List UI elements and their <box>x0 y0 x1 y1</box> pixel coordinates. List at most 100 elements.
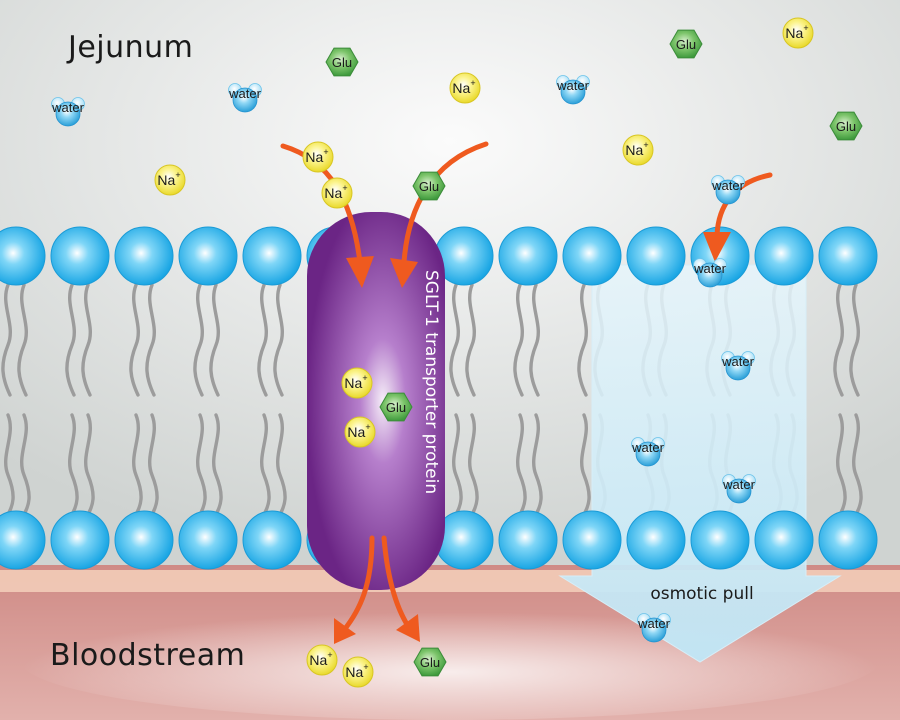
lipid-tail <box>17 283 29 397</box>
phospholipid-head <box>690 510 750 570</box>
phospholipid-head <box>0 510 46 570</box>
sodium-ion: Na+ <box>342 656 374 688</box>
glucose-label: Glu <box>332 55 352 70</box>
water-molecule: water <box>228 83 262 113</box>
lipid-tail <box>257 283 269 397</box>
glucose-label: Glu <box>420 655 440 670</box>
sodium-ion-label: Na+ <box>625 140 648 158</box>
glucose-molecule: Glu <box>413 647 447 677</box>
sodium-ion-label: Na+ <box>324 183 347 201</box>
sodium-ion-label: Na+ <box>157 170 180 188</box>
sodium-ion-circle <box>341 367 373 399</box>
water-label: water <box>637 616 670 631</box>
lipid-tail <box>67 413 79 520</box>
sodium-charge: + <box>175 170 180 180</box>
sodium-ion: Na+ <box>341 367 373 399</box>
sodium-ion: Na+ <box>782 17 814 49</box>
sodium-ion-circle <box>306 644 338 676</box>
water-entry-arrow-head <box>703 232 731 262</box>
molecules: Na+Na+Na+Na+Na+Na+Na+Na+Na+Na+GluGluGluG… <box>51 17 863 688</box>
water-label: water <box>721 354 754 369</box>
phospholipid-head <box>498 510 558 570</box>
lipid-tail <box>577 283 589 397</box>
sodium-charge: + <box>470 78 475 88</box>
glucose-label: Glu <box>676 37 696 52</box>
sodium-ion: Na+ <box>449 72 481 104</box>
phospholipid-head <box>754 510 814 570</box>
phospholipid-head <box>754 226 814 286</box>
lipid-tail <box>849 283 861 397</box>
water-oxygen <box>635 441 661 467</box>
lipid-tail <box>529 283 541 397</box>
sodium-ion-circle <box>154 164 186 196</box>
glucose-label: Glu <box>386 400 406 415</box>
sodium-ion-label: Na+ <box>785 23 808 41</box>
glucose-molecule: Glu <box>325 47 359 77</box>
phospholipid-head <box>498 226 558 286</box>
lipid-tail <box>833 283 845 397</box>
sodium-ion: Na+ <box>306 644 338 676</box>
lipid-tail <box>19 413 31 520</box>
glucose-label: Glu <box>419 179 439 194</box>
lipid-tail <box>65 283 77 397</box>
lipid-tail <box>1 283 13 397</box>
water-label: water <box>711 178 744 193</box>
lipid-tail <box>851 413 863 520</box>
phospholipid-head <box>114 510 174 570</box>
sodium-charge: + <box>363 662 368 672</box>
glucose-molecule: Glu <box>412 171 446 201</box>
water-oxygen <box>726 478 752 504</box>
phospholipid-head <box>818 510 878 570</box>
lipid-tail <box>451 413 463 520</box>
water-label: water <box>722 477 755 492</box>
lipid-tail <box>3 413 15 520</box>
water-molecule: water <box>693 258 727 288</box>
glucose-hexagon <box>669 29 703 59</box>
sodium-ion-circle <box>342 656 374 688</box>
sodium-ion-circle <box>622 134 654 166</box>
glucose-hexagon <box>412 171 446 201</box>
water-oxygen <box>697 262 723 288</box>
osmotic-pull-label: osmotic pull <box>650 584 753 604</box>
sodium-ion-circle <box>344 416 376 448</box>
sodium-exit-arrow <box>341 535 375 633</box>
water-oxygen <box>715 179 741 205</box>
lipid-tail <box>147 413 159 520</box>
lipid-tail <box>193 283 205 397</box>
phospholipid-head <box>562 510 622 570</box>
sodium-ion-label: Na+ <box>309 650 332 668</box>
water-molecule: water <box>631 437 665 467</box>
phospholipid-head <box>114 226 174 286</box>
lipid-tail <box>449 283 461 397</box>
transport-arrows <box>280 141 773 644</box>
lipid-tail <box>465 283 477 397</box>
sodium-charge: + <box>362 373 367 383</box>
phospholipid-head <box>178 510 238 570</box>
sodium-ion-circle <box>302 141 334 173</box>
glucose-molecule: Glu <box>379 392 413 422</box>
phospholipid-head <box>178 226 238 286</box>
sodium-ion-circle <box>782 17 814 49</box>
sodium-ion-label: Na+ <box>305 147 328 165</box>
phospholipid-head <box>562 226 622 286</box>
phospholipid-head <box>626 510 686 570</box>
phospholipid-head <box>242 510 302 570</box>
water-label: water <box>556 78 589 93</box>
sodium-ion-circle <box>449 72 481 104</box>
sodium-charge: + <box>327 650 332 660</box>
sodium-ion: Na+ <box>622 134 654 166</box>
protein-label: SGLT-1 transporter protein <box>421 270 441 494</box>
lipid-tail <box>531 413 543 520</box>
water-molecule: water <box>722 474 756 504</box>
sodium-entry-arrow-head <box>346 256 374 288</box>
sodium-charge: + <box>803 23 808 33</box>
protein-body <box>307 212 445 590</box>
water-oxygen <box>55 101 81 127</box>
lipid-tail <box>209 283 221 397</box>
glucose-molecule: Glu <box>829 111 863 141</box>
glucose-label: Glu <box>836 119 856 134</box>
water-molecule: water <box>721 351 755 381</box>
sglt1-transporter-protein: SGLT-1 transporter protein <box>307 212 445 590</box>
lipid-tail <box>835 413 847 520</box>
